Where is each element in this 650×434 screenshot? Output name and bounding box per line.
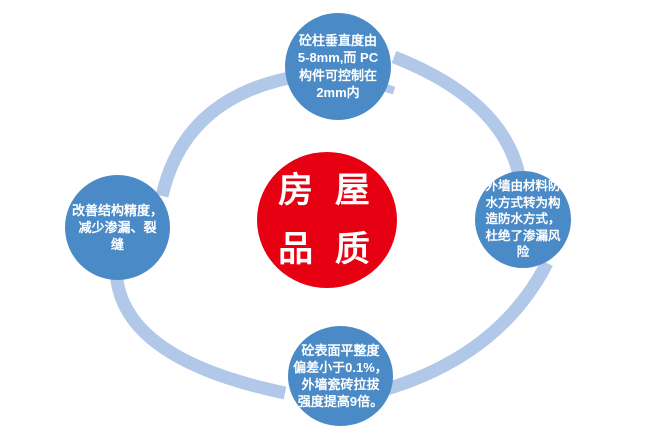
node-bottom-circle: 砼表面平整度 偏差小于0.1%， 外墙瓷砖拉拔 强度提高9倍。	[288, 326, 393, 426]
ring-arc-upper-left	[155, 69, 302, 198]
ring-arc-upper-right	[391, 50, 527, 182]
center-label: 房 屋 品 质	[278, 170, 376, 270]
center-circle: 房 屋 品 质	[257, 152, 397, 288]
node-left-text: 改善结构精度， 减少渗漏、裂 缝	[71, 202, 163, 253]
node-top-text: 砼柱垂直度由 5-8mm,而 PC 构件可控制在 2mm内	[297, 33, 379, 100]
node-right-circle: 外墙由材料防 水方式转为构 造防水方式， 杜绝了渗漏风 险	[475, 171, 571, 268]
node-top-circle: 砼柱垂直度由 5-8mm,而 PC 构件可控制在 2mm内	[285, 13, 391, 120]
node-bottom-text: 砼表面平整度 偏差小于0.1%， 外墙瓷砖拉拔 强度提高9倍。	[293, 342, 388, 410]
ring-arc-lower-left	[109, 267, 287, 400]
node-left-circle: 改善结构精度， 减少渗漏、裂 缝	[65, 175, 170, 280]
node-right-text: 外墙由材料防 水方式转为构 造防水方式， 杜绝了渗漏风 险	[485, 179, 561, 260]
ring-arc-lower-right	[378, 260, 553, 398]
